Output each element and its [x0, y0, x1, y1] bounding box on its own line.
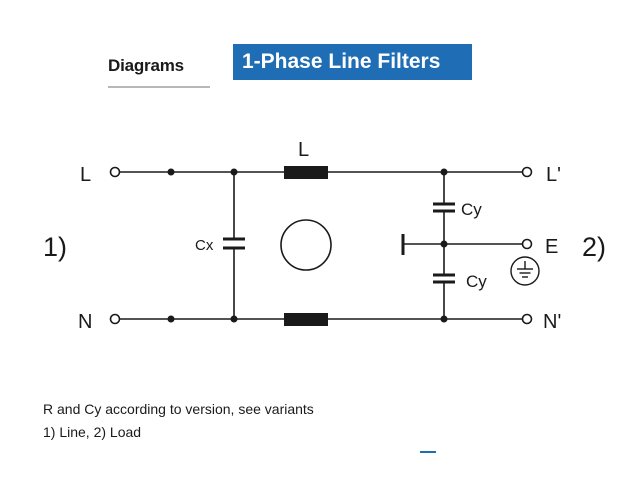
label-cy-bottom: Cy [466, 272, 487, 291]
tab-underline [108, 86, 210, 88]
terminal-e-out [521, 238, 533, 250]
label-inductor: L [298, 139, 309, 161]
page-title: 1-Phase Line Filters [233, 44, 472, 80]
junction-dot [230, 168, 238, 176]
label-e-out: E [545, 236, 558, 258]
inductor-line [284, 166, 328, 179]
terminal-l-in [109, 166, 121, 178]
terminal-n-out [521, 313, 533, 325]
terminal-l-out [521, 166, 533, 178]
terminal-n-in [109, 313, 121, 325]
choke-core-circle [280, 219, 332, 271]
label-cx: Cx [195, 237, 214, 254]
note-variants: R and Cy according to version, see varia… [43, 401, 314, 417]
label-cy-top: Cy [461, 200, 482, 219]
inductor-neutral [284, 313, 328, 326]
label-n-out: N' [543, 311, 561, 333]
label-l-out: L' [546, 164, 561, 186]
decorative-dash [420, 451, 436, 453]
junction-dot [440, 240, 448, 248]
junction-dot [167, 168, 175, 176]
label-l-in: L [80, 164, 91, 186]
junction-dot [230, 315, 238, 323]
junction-dot [167, 315, 175, 323]
note-legend: 1) Line, 2) Load [43, 424, 142, 440]
earth-ground-icon [510, 256, 540, 286]
junction-dot [440, 315, 448, 323]
junction-dot [440, 168, 448, 176]
label-n-in: N [78, 311, 92, 333]
label-side-left: 1) [43, 232, 67, 262]
label-side-right: 2) [582, 232, 606, 262]
diagrams-tab[interactable]: Diagrams [108, 56, 184, 75]
